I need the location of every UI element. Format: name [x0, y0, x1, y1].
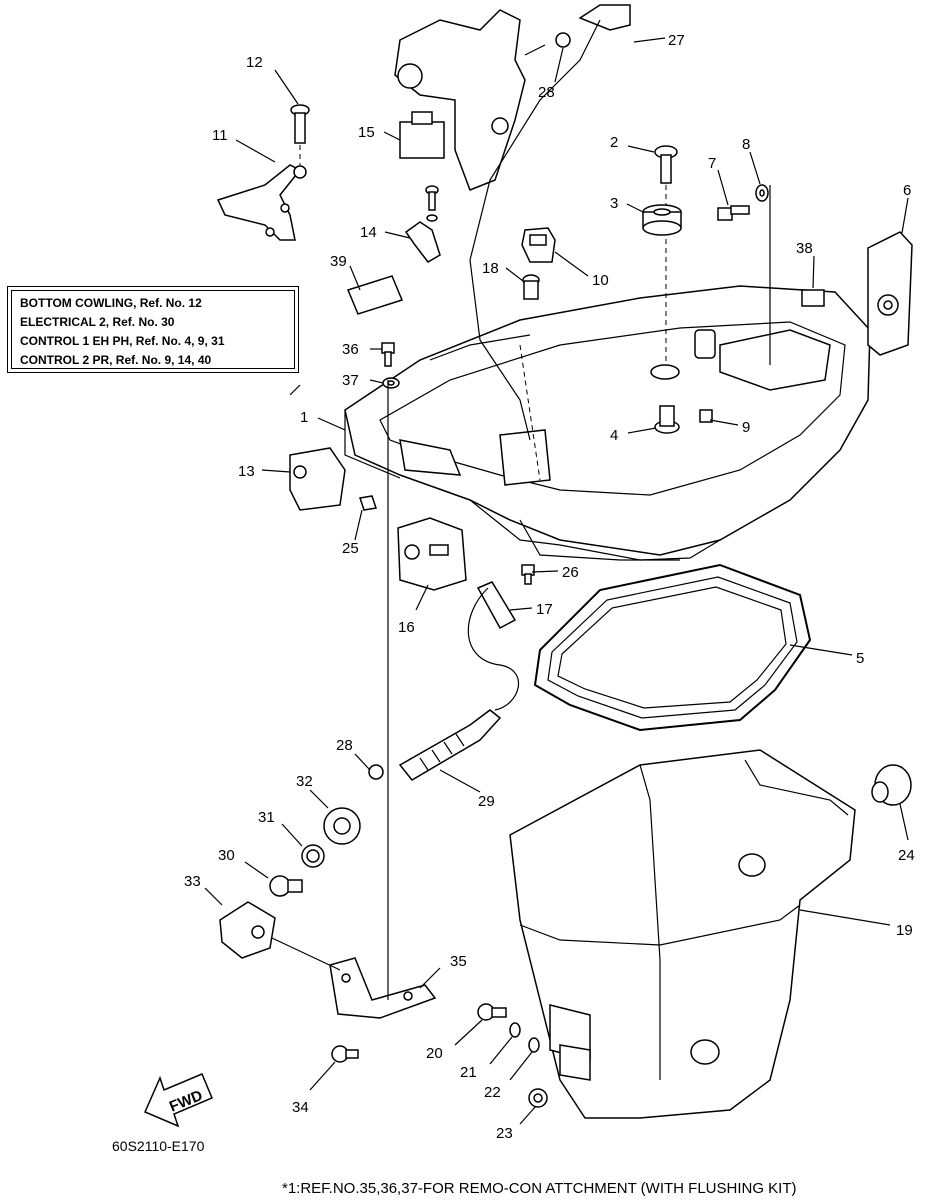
cap-18-drawing [522, 274, 540, 300]
callout-29: 29 [478, 793, 495, 810]
callout-26: 26 [562, 564, 579, 581]
cover-13-drawing [289, 447, 346, 511]
washer-21-drawing [509, 1022, 521, 1038]
callout-10: 10 [592, 272, 609, 289]
callout-30: 30 [218, 847, 235, 864]
label-39-drawing [346, 275, 404, 315]
callout-20: 20 [426, 1045, 443, 1062]
callout-2: 2 [610, 134, 618, 151]
bracket-drawing [216, 164, 307, 241]
plug-10-drawing [521, 227, 556, 263]
grommet-24-drawing [871, 764, 912, 806]
callout-33: 33 [184, 873, 201, 890]
callout-8: 8 [742, 136, 750, 153]
clip-28-top-drawing [524, 32, 571, 56]
screw-26-drawing [521, 564, 535, 585]
reference-note: CONTROL 2 PR, Ref. No. 9, 14, 40 [20, 353, 212, 367]
callout-5: 5 [856, 650, 864, 667]
panel-16-drawing [397, 517, 467, 591]
ring-31-drawing [301, 844, 325, 868]
reference-note: BOTTOM COWLING, Ref. No. 12 [20, 296, 202, 310]
callout-27: 27 [668, 32, 685, 49]
leader-lines [204, 37, 909, 1125]
callout-37: 37 [342, 372, 359, 389]
connector-33-drawing [219, 901, 276, 959]
fwd-arrow-icon: FWD [144, 1073, 213, 1128]
callout-6: 6 [903, 182, 911, 199]
callout-25: 25 [342, 540, 359, 557]
bracket-35-drawing [329, 380, 437, 1019]
callout-11: 11 [212, 127, 228, 144]
plug-30-drawing [269, 875, 303, 897]
callout-31: 31 [258, 809, 275, 826]
reference-note: ELECTRICAL 2, Ref. No. 30 [20, 315, 175, 329]
callout-3: 3 [610, 195, 618, 212]
grommet-17-drawing [476, 581, 517, 630]
callout-13: 13 [238, 463, 255, 480]
callout-22: 22 [484, 1084, 501, 1101]
footnote: *1:REF.NO.35,36,37-FOR REMO-CON ATTCHMEN… [282, 1180, 797, 1197]
drawing-code: 60S2110-E170 [112, 1138, 205, 1154]
reference-notes-box: BOTTOM COWLING, Ref. No. 12 ELECTRICAL 2… [7, 286, 299, 373]
callout-38: 38 [796, 240, 813, 257]
callout-32: 32 [296, 773, 313, 790]
callout-34: 34 [292, 1099, 309, 1116]
callout-21: 21 [460, 1064, 477, 1081]
callout-36: 36 [342, 341, 359, 358]
engine-upper-drawing [394, 4, 631, 441]
callout-17: 17 [536, 601, 553, 618]
reference-note: CONTROL 1 EH PH, Ref. No. 4, 9, 31 [20, 334, 225, 348]
callout-9: 9 [742, 419, 750, 436]
label-38-drawing [801, 289, 825, 307]
callout-4: 4 [610, 427, 618, 444]
bracket-6-drawing [867, 231, 913, 356]
callout-19: 19 [896, 922, 913, 939]
nut-32-drawing [323, 807, 361, 845]
holder-14-drawing [404, 185, 441, 263]
callout-16: 16 [398, 619, 415, 636]
callout-28-top: 28 [538, 84, 555, 101]
callout-35: 35 [450, 953, 467, 970]
washer-22-drawing [528, 1037, 540, 1053]
callout-23: 23 [496, 1125, 513, 1142]
bolt-12-drawing [290, 104, 310, 165]
bottom-cowling-drawing [344, 285, 871, 561]
callout-7: 7 [708, 155, 716, 172]
callout-39: 39 [330, 253, 347, 270]
label-25-drawing [359, 495, 377, 511]
bolt-7-drawing [717, 205, 750, 221]
screw-34-drawing [331, 1045, 359, 1063]
washer-8-drawing [755, 184, 771, 365]
washer-37-drawing [382, 377, 400, 389]
callout-18: 18 [482, 260, 499, 277]
harness-29-drawing [398, 587, 519, 781]
callout-28-lower: 28 [336, 737, 353, 754]
clip-15-drawing [399, 111, 445, 159]
callout-14: 14 [360, 224, 377, 241]
clip-28-lower-drawing [368, 764, 384, 780]
callout-12: 12 [246, 54, 263, 71]
grommet-3-drawing [642, 204, 682, 236]
callout-labels: 1 2 3 4 5 6 7 8 9 10 11 12 13 14 15 16 1… [184, 32, 915, 1142]
callout-24: 24 [898, 847, 915, 864]
callout-15: 15 [358, 124, 375, 141]
nut-23-drawing [528, 1088, 548, 1108]
screw-36-drawing [381, 342, 395, 367]
bolt-20-drawing [477, 1003, 507, 1021]
callout-1: 1 [300, 409, 308, 426]
lower-cover-drawing [509, 749, 856, 1119]
seal-drawing [533, 563, 812, 732]
